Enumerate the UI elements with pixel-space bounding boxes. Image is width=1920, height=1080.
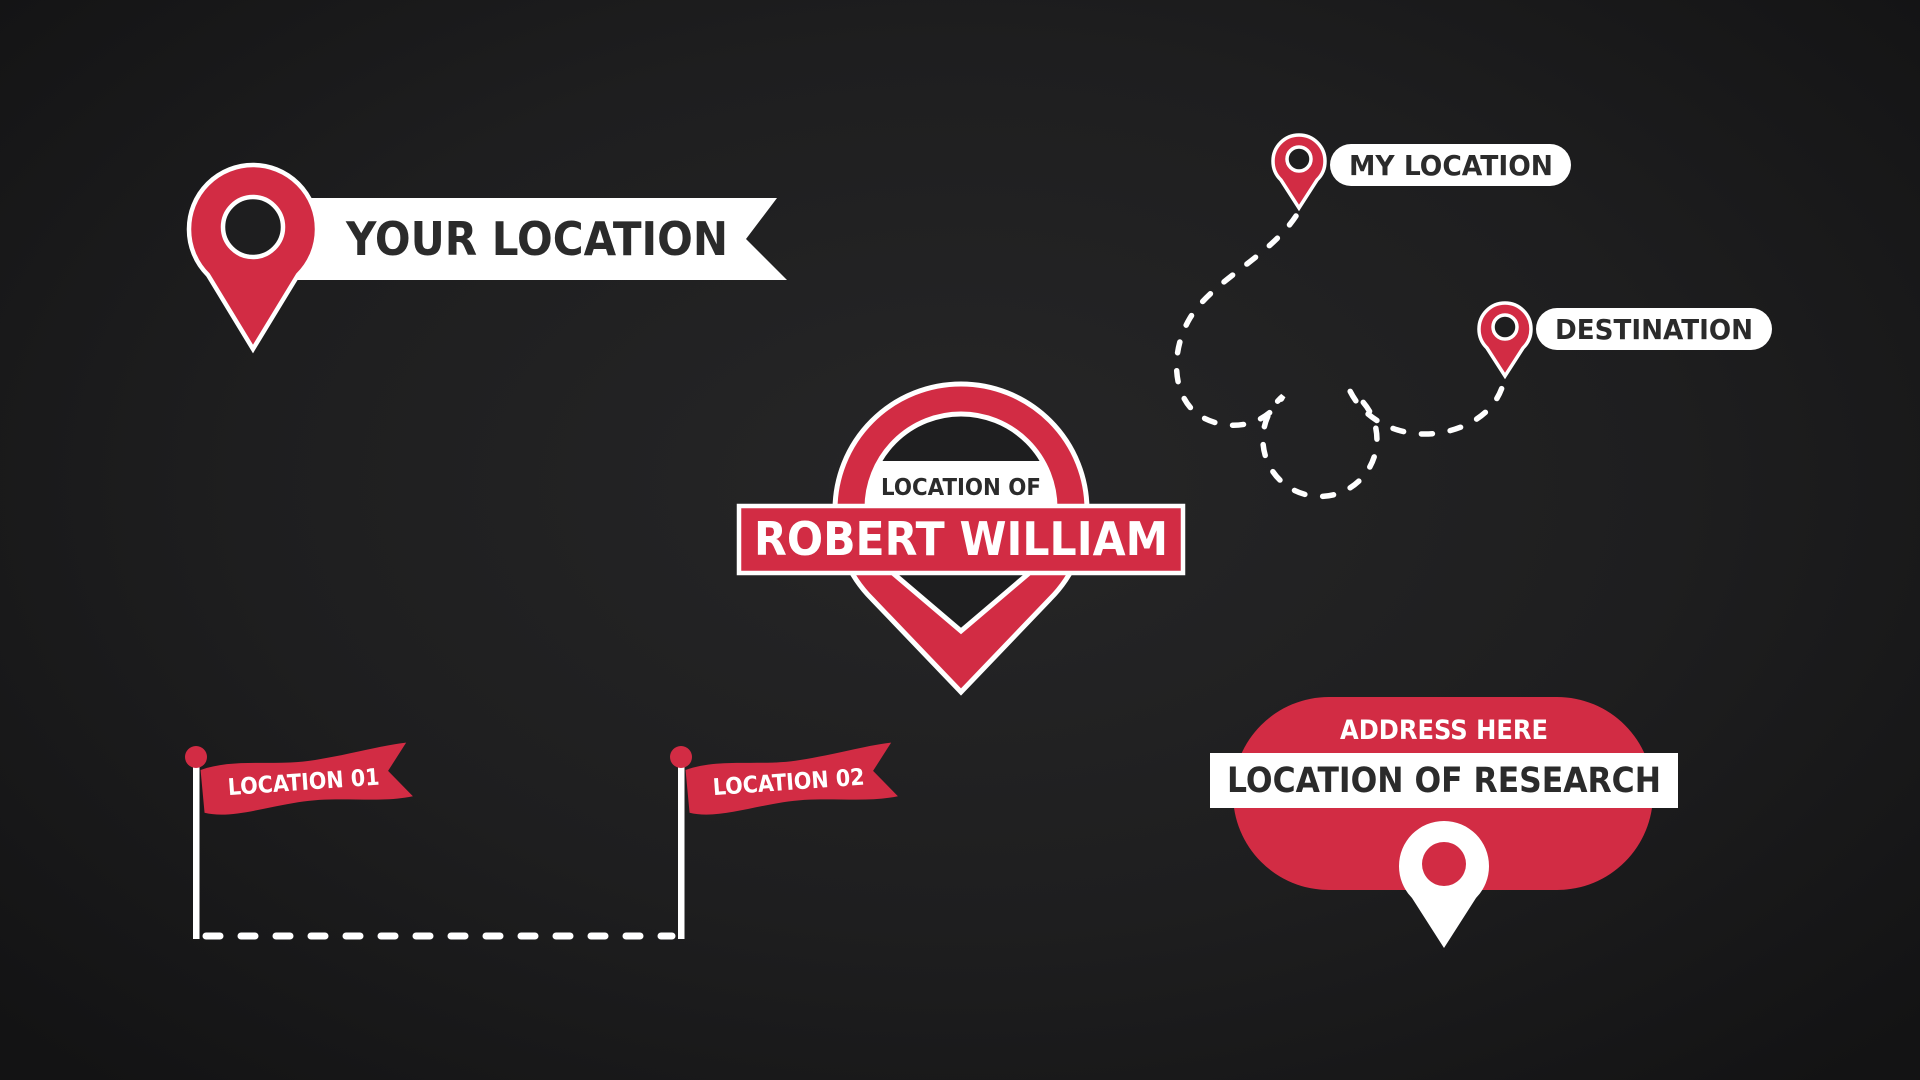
- your-location-callout: YOUR LOCATION: [186, 162, 787, 354]
- end-label: DESTINATION: [1555, 313, 1753, 346]
- start-pill: [1330, 144, 1571, 186]
- your-location-banner: [290, 198, 787, 280]
- flag-ribbon: [200, 742, 413, 815]
- eyebrow-band: [867, 461, 1055, 511]
- flag-1: LOCATION 01: [200, 742, 413, 815]
- your-location-label: YOUR LOCATION: [345, 212, 728, 266]
- flags-callout: LOCATION 01 LOCATION 02: [185, 742, 898, 940]
- flag-ribbon: [685, 742, 898, 815]
- white-pin-hole: [1422, 842, 1466, 886]
- research-label: LOCATION OF RESEARCH: [1227, 761, 1661, 801]
- eyebrow-label: LOCATION OF: [881, 475, 1041, 501]
- flag-pole: [193, 757, 200, 939]
- name-callout: LOCATION OF ROBERT WILLIAM: [736, 381, 1186, 696]
- research-eyebrow: ADDRESS HERE: [1340, 715, 1548, 746]
- end-pill: [1536, 308, 1772, 350]
- flag-pole-ball: [670, 746, 692, 768]
- pin-hole: [1491, 313, 1519, 341]
- name-banner: [736, 503, 1186, 576]
- flag-pole-ball: [185, 746, 207, 768]
- start-label: MY LOCATION: [1349, 149, 1553, 182]
- pin-hole: [1285, 145, 1313, 173]
- route-dashed-path: [1173, 213, 1508, 500]
- research-callout: ADDRESS HERE LOCATION OF RESEARCH: [1210, 697, 1678, 948]
- location-pin-icon: [186, 162, 320, 354]
- research-banner: [1210, 753, 1678, 808]
- name-label: ROBERT WILLIAM: [754, 512, 1168, 566]
- start-pin-icon: [1271, 133, 1327, 212]
- flag-2: LOCATION 02: [685, 742, 898, 815]
- pin-hole: [220, 194, 286, 260]
- route-callout: MY LOCATION DESTINATION: [1173, 133, 1772, 500]
- flag-pole: [678, 757, 685, 939]
- end-pin-icon: [1477, 301, 1533, 380]
